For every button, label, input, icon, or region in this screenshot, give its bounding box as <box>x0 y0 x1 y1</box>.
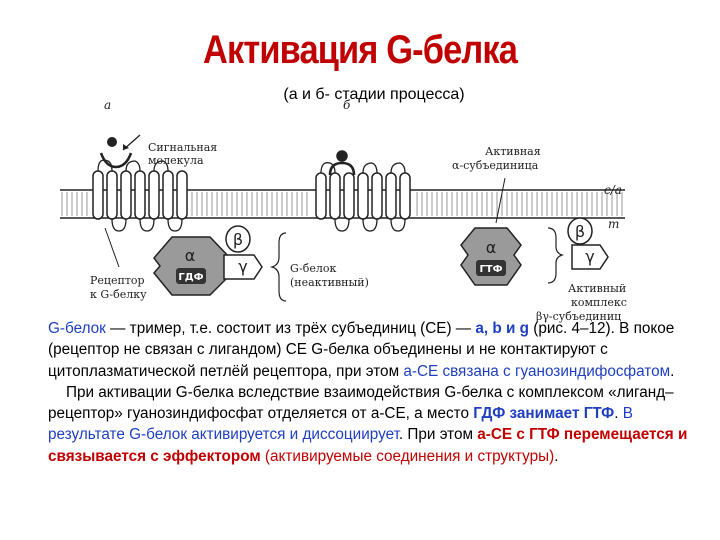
active-complex-label-2: комплекс <box>571 296 627 309</box>
active-complex-label-1: Активный <box>568 282 626 295</box>
receptor-label-1: Рецептор <box>90 274 145 287</box>
active-alpha-label-2: α-субъединица <box>452 159 539 172</box>
g-protein-label-1: G-белок <box>290 262 336 275</box>
slide-title: Активация G-белка <box>203 28 518 72</box>
svg-text:γ: γ <box>585 247 594 266</box>
svg-text:β: β <box>575 222 585 241</box>
paragraph-1: G‑белок — тример, т.е. состоит из трёх с… <box>48 320 675 380</box>
svg-text:α: α <box>185 246 196 265</box>
panel-b-label: б <box>343 98 351 112</box>
signal-molecule-label-2: молекула <box>148 154 204 167</box>
panel-a-label: а <box>104 98 111 112</box>
signal-molecule-label-1: Сигнальная <box>148 141 217 154</box>
signal-molecule-icon <box>107 134 141 151</box>
g-protein-label-2: (неактивный) <box>290 276 369 289</box>
svg-text:β: β <box>233 230 243 249</box>
active-alpha-subunit: α ГТФ <box>460 227 522 286</box>
gtp-label: ГТФ <box>479 264 502 275</box>
receptor-b <box>315 150 411 232</box>
beta-gamma-complex: β γ <box>567 217 609 270</box>
g-protein-inactive: α ГДФ β γ <box>153 225 263 296</box>
g-protein-diagram: а б Сигнальная молекула α ГДФ β γ Рецепт… <box>60 98 627 323</box>
svg-text:α: α <box>486 238 497 257</box>
receptor-a <box>92 152 188 232</box>
active-complex-label-3: βγ-субъединиц <box>536 310 621 323</box>
paragraph-2: При активации G‑белка вследствие взаимод… <box>48 383 688 465</box>
receptor-label-2: к G-белку <box>90 288 147 301</box>
membrane-side-outer: с/а <box>604 183 622 197</box>
body-text: G‑белок — тример, т.е. состоит из трёх с… <box>48 318 688 467</box>
slide-subtitle: (а и б- стадии процесса) <box>283 86 465 103</box>
gdp-label: ГДФ <box>178 272 203 283</box>
active-alpha-label-1: Активная <box>485 145 541 158</box>
svg-text:γ: γ <box>238 257 247 276</box>
membrane-side-inner: m <box>608 217 619 231</box>
